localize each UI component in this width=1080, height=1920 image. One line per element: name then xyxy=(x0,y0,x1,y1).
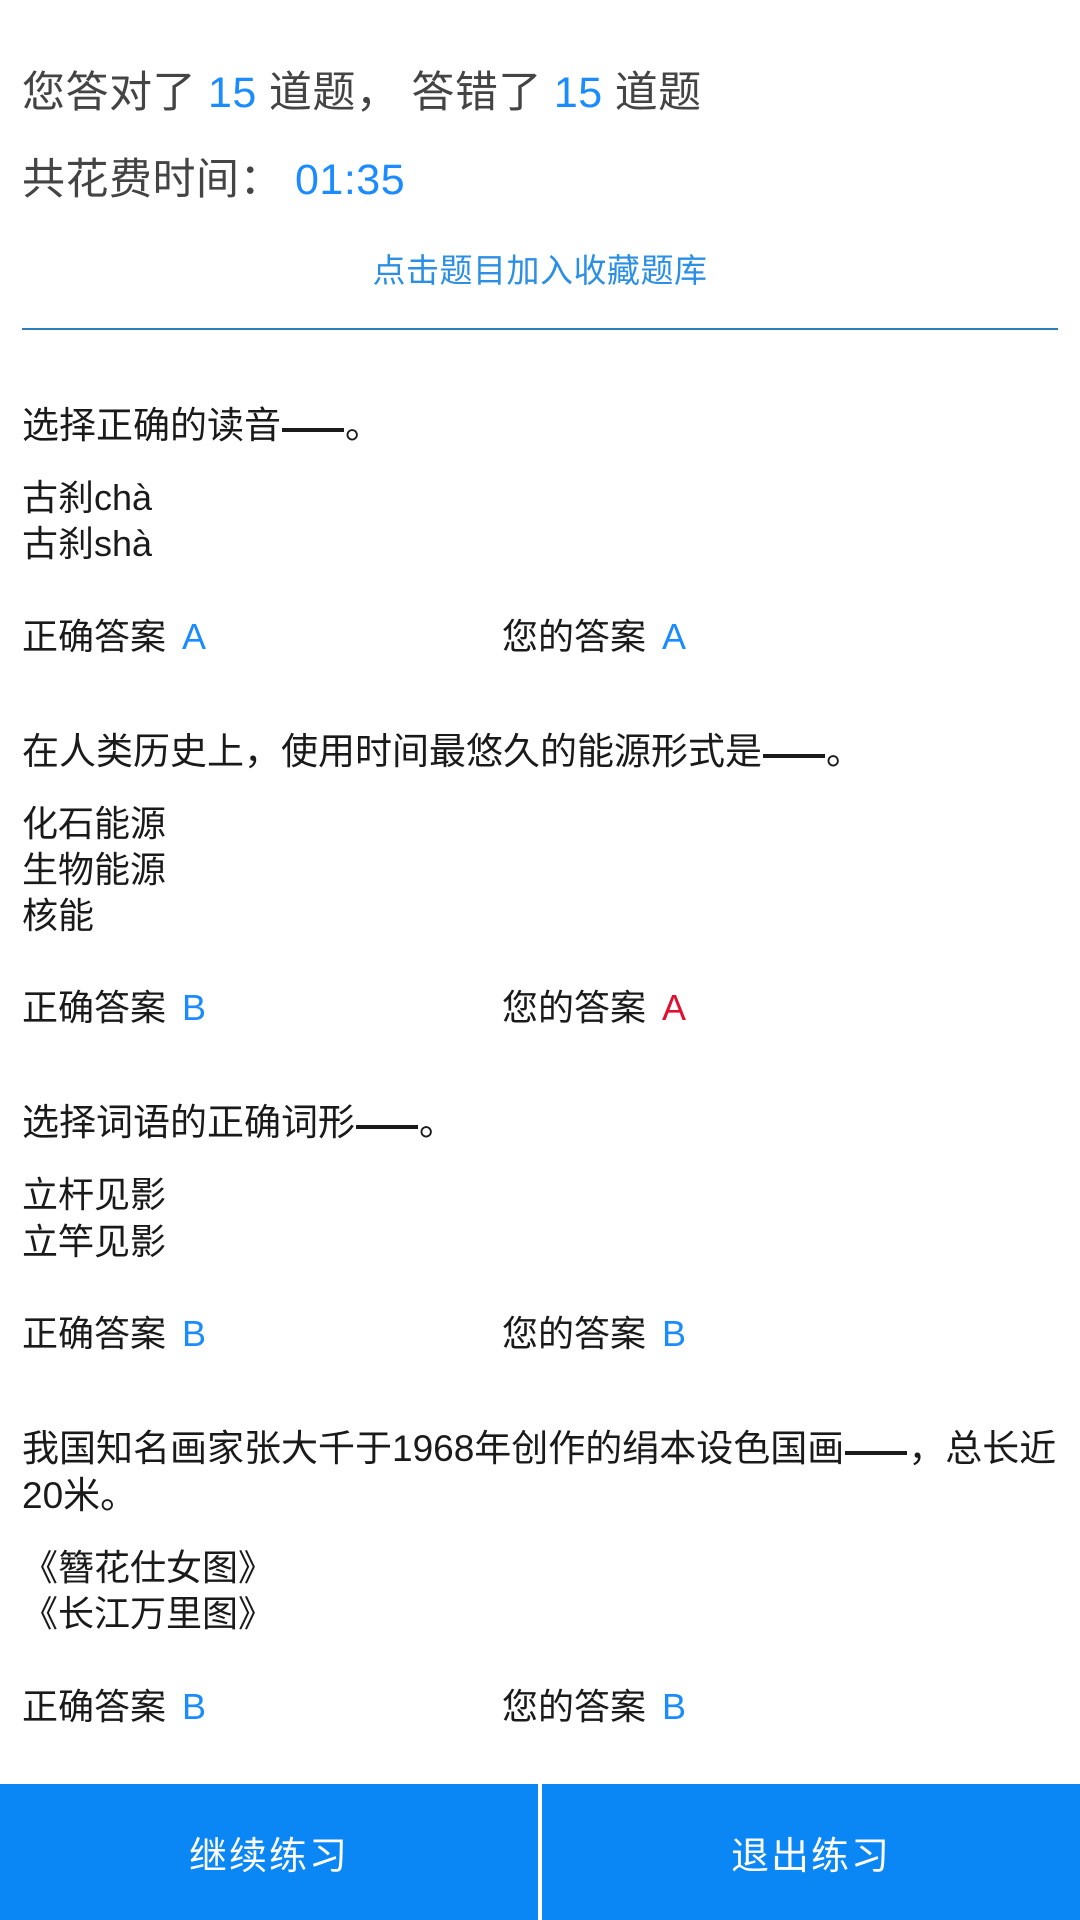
question-block[interactable]: 在人类历史上，使用时间最悠久的能源形式是 。化石能源生物能源核能正确答案 B 您的答案… xyxy=(0,728,1080,1032)
correct-prefix-label: 您答对了 xyxy=(22,69,196,117)
your-answer-value: B xyxy=(662,1312,687,1354)
question-block[interactable]: 我国知名画家张大千于1968年创作的绢本设色国画，总长近20米。《簪花仕女图》《… xyxy=(0,1425,1080,1730)
answer-row: 正确答案 B 您的答案 B xyxy=(22,1305,1058,1357)
correct-answer-label: 正确答案 xyxy=(22,987,167,1029)
correct-answer-value: B xyxy=(182,1312,207,1354)
question-text-after-blank: 。 xyxy=(345,405,382,446)
your-answer-value: B xyxy=(662,1685,687,1727)
question-gap xyxy=(0,660,1080,728)
wrong-prefix-label: 答错了 xyxy=(411,69,542,117)
your-answer-value: A xyxy=(662,615,687,657)
question-title: 在人类历史上，使用时间最悠久的能源形式是 。 xyxy=(22,728,1058,775)
correct-answer-group: 正确答案 B xyxy=(22,979,502,1031)
correct-answer-group: 正确答案 A xyxy=(22,608,502,660)
exit-practice-button[interactable]: 退出练习 xyxy=(542,1784,1080,1920)
wrong-suffix-label: 道题 xyxy=(614,69,702,117)
option-item: 古刹chà xyxy=(22,477,153,519)
time-value: 01:35 xyxy=(295,156,406,204)
answer-row: 正确答案 B 您的答案 B xyxy=(22,1678,1058,1730)
option-item: 《长江万里图》 xyxy=(22,1593,275,1635)
answer-row: 正确答案 B 您的答案 A xyxy=(22,979,1058,1031)
option-item: 核能 xyxy=(22,895,95,937)
question-title: 选择正确的读音 。 xyxy=(22,402,1058,449)
fill-in-blank xyxy=(356,1125,418,1130)
correct-answer-label: 正确答案 xyxy=(22,1685,167,1727)
question-gap xyxy=(0,1031,1080,1099)
time-label: 共花费时间： xyxy=(22,156,283,204)
bottom-action-bar: 继续练习 退出练习 xyxy=(0,1784,1080,1920)
option-item: 化石能源 xyxy=(22,802,167,844)
question-gap xyxy=(0,1357,1080,1425)
option-item: 生物能源 xyxy=(22,848,167,890)
correct-suffix-label: 道题， xyxy=(268,69,400,117)
option-item: 立杆见影 xyxy=(22,1174,167,1216)
correct-answer-value: A xyxy=(182,615,207,657)
your-answer-group: 您的答案 A xyxy=(502,979,686,1031)
your-answer-group: 您的答案 B xyxy=(502,1305,686,1357)
question-title: 我国知名画家张大千于1968年创作的绢本设色国画，总长近20米。 xyxy=(22,1425,1058,1520)
question-title: 选择词语的正确词形 。 xyxy=(22,1099,1058,1146)
question-text-before-blank: 选择正确的读音 xyxy=(22,405,281,446)
option-item: 古刹shà xyxy=(22,523,153,565)
correct-answer-value: B xyxy=(182,1685,207,1727)
time-line: 共花费时间：01:35 xyxy=(22,159,1058,202)
correct-answer-value: B xyxy=(182,987,207,1029)
question-text-before-blank: 我国知名画家张大千于1968年创作的绢本设色国画 xyxy=(22,1427,845,1469)
fill-in-blank xyxy=(845,1450,908,1455)
answer-row: 正确答案 A 您的答案 A xyxy=(22,608,1058,660)
add-to-favorites-link[interactable]: 点击题目加入收藏题库 xyxy=(372,252,708,289)
option-list: 《簪花仕女图》《长江万里图》 xyxy=(22,1545,1058,1637)
fill-in-blank xyxy=(282,428,344,432)
correct-answer-group: 正确答案 B xyxy=(22,1305,502,1357)
option-item: 立竿见影 xyxy=(22,1220,167,1262)
your-answer-label: 您的答案 xyxy=(502,615,647,657)
button-divider xyxy=(538,1784,542,1920)
correct-answer-label: 正确答案 xyxy=(22,1312,167,1354)
header-divider xyxy=(22,328,1058,330)
option-item: 《簪花仕女图》 xyxy=(22,1547,275,1589)
correct-answer-group: 正确答案 B xyxy=(22,1678,502,1730)
question-text-after-blank: ，总长近20米。 xyxy=(22,1427,1057,1516)
your-answer-label: 您的答案 xyxy=(502,987,647,1029)
favorite-link-wrapper: 点击题目加入收藏题库 xyxy=(22,244,1058,292)
your-answer-group: 您的答案 B xyxy=(502,1678,686,1730)
your-answer-value: A xyxy=(662,987,687,1029)
question-text-after-blank: 。 xyxy=(419,1102,456,1144)
your-answer-group: 您的答案 A xyxy=(502,608,686,660)
correct-answer-label: 正确答案 xyxy=(22,615,167,657)
correct-count-value: 15 xyxy=(208,69,257,117)
question-text-after-blank: 。 xyxy=(826,730,863,772)
question-text-before-blank: 选择词语的正确词形 xyxy=(22,1102,355,1144)
your-answer-label: 您的答案 xyxy=(502,1312,647,1354)
question-block[interactable]: 选择词语的正确词形 。立杆见影立竿见影正确答案 B 您的答案 B xyxy=(0,1099,1080,1357)
option-list: 化石能源生物能源核能 xyxy=(22,801,1058,939)
question-text-before-blank: 在人类历史上，使用时间最悠久的能源形式是 xyxy=(22,730,762,772)
your-answer-label: 您的答案 xyxy=(502,1685,647,1727)
fill-in-blank xyxy=(763,753,825,758)
continue-practice-button[interactable]: 继续练习 xyxy=(0,1784,538,1920)
wrong-count-value: 15 xyxy=(553,69,603,117)
option-list: 立杆见影立竿见影 xyxy=(22,1172,1058,1264)
